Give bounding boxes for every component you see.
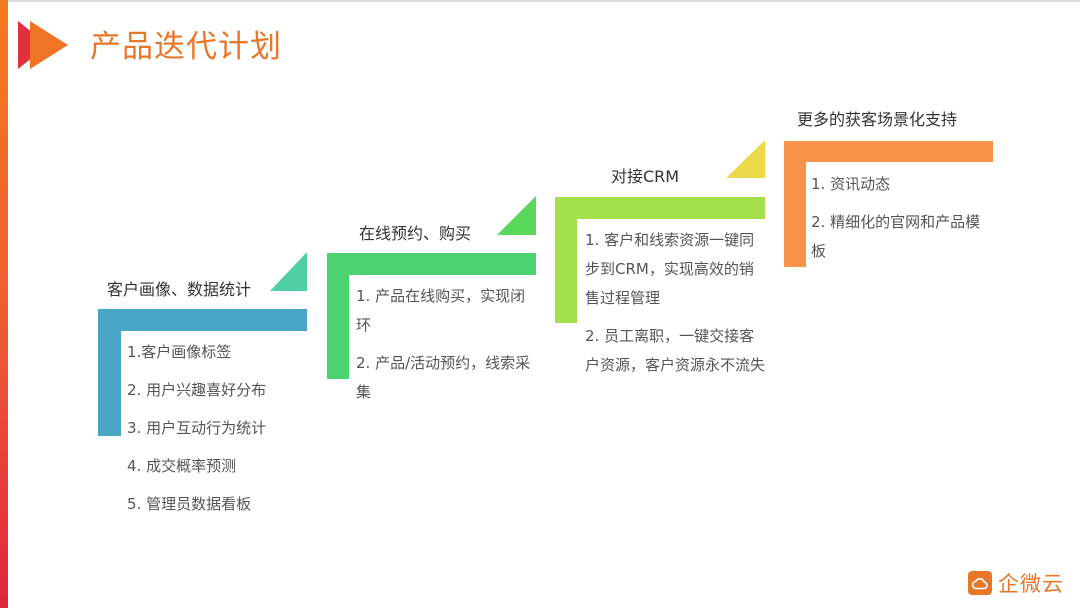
step-3-triangle [726, 140, 765, 178]
step-1-bar-horizontal [98, 309, 307, 331]
list-item: 2. 精细化的官网和产品模板 [811, 213, 981, 260]
list-item: 1. 资讯动态 [811, 175, 891, 193]
step-1-title: 客户画像、数据统计 [107, 280, 252, 299]
step-4-title: 更多的获客场景化支持 [797, 110, 958, 129]
list-item: 5. 管理员数据看板 [127, 495, 252, 513]
step-4-list: 1. 资讯动态 2. 精细化的官网和产品模板 [811, 170, 993, 275]
step-1-bar-vertical [98, 309, 121, 436]
cloud-icon [968, 571, 992, 595]
step-2-title: 在线预约、购买 [359, 224, 472, 243]
top-divider [0, 0, 1080, 2]
list-item: 1. 客户和线索资源一键同步到CRM，实现高效的销售过程管理 [585, 231, 755, 307]
step-2-triangle [497, 196, 536, 235]
step-2-bar-vertical [327, 253, 349, 379]
step-3-bar-vertical [555, 197, 577, 323]
step-4-bar-horizontal [784, 141, 993, 162]
list-item: 3. 用户互动行为统计 [127, 419, 267, 437]
list-item: 2. 员工离职，一键交接客户资源，客户资源永不流失 [585, 327, 766, 374]
step-1-list: 1.客户画像标签 2. 用户兴趣喜好分布 3. 用户互动行为统计 4. 成交概率… [127, 338, 307, 528]
step-4-bar-vertical [784, 141, 806, 267]
step-2-list: 1. 产品在线购买，实现闭环 2. 产品/活动预约，线索采集 [356, 282, 536, 416]
brand-logo: 企微云 [968, 568, 1064, 598]
double-arrow-icon [18, 21, 68, 69]
list-item: 2. 产品/活动预约，线索采集 [356, 354, 531, 401]
step-3-bar-horizontal [555, 197, 765, 219]
list-item: 1.客户画像标签 [127, 343, 232, 361]
step-1-triangle [270, 252, 307, 291]
list-item: 1. 产品在线购买，实现闭环 [356, 287, 526, 334]
step-2-bar-horizontal [327, 253, 536, 275]
step-3-list: 1. 客户和线索资源一键同步到CRM，实现高效的销售过程管理 2. 员工离职，一… [585, 226, 765, 389]
list-item: 2. 用户兴趣喜好分布 [127, 381, 267, 399]
step-3-title: 对接CRM [611, 167, 680, 186]
accent-side-bar [0, 0, 8, 608]
brand-name: 企微云 [998, 572, 1064, 596]
page-title: 产品迭代计划 [90, 29, 282, 65]
list-item: 4. 成交概率预测 [127, 457, 237, 475]
